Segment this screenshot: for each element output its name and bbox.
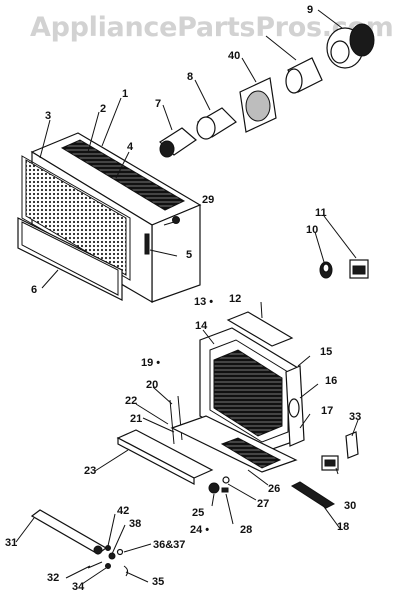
duct-assembly — [159, 23, 375, 158]
callout-36-37: 36&37 — [153, 539, 186, 551]
pin-32 — [87, 561, 103, 569]
callout-27: 27 — [257, 498, 270, 510]
callout-8: 8 — [187, 71, 194, 83]
valve-16 — [288, 398, 300, 418]
callout-42: 42 — [117, 505, 130, 517]
callout-33: 33 — [349, 411, 362, 423]
upright-20 — [169, 399, 175, 445]
callout-31: 31 — [5, 537, 18, 549]
callout-12: 12 — [229, 293, 242, 305]
callout-13: 13 — [194, 297, 213, 308]
front-panel — [17, 217, 123, 301]
callout-24: 24 — [190, 525, 209, 536]
coil — [213, 349, 283, 437]
callout-22: 22 — [125, 395, 138, 407]
leader-lines — [15, 9, 359, 585]
sleeve-7-end — [159, 140, 175, 158]
knob-25 — [208, 482, 220, 494]
callout-5: 5 — [186, 249, 193, 261]
front-grille — [25, 159, 127, 276]
callout-25: 25 — [192, 507, 205, 519]
callout-19: 19 — [141, 358, 160, 369]
clip-28 — [221, 487, 229, 493]
heater-26 — [220, 437, 282, 469]
callout-26: 26 — [268, 483, 281, 495]
callout-40: 40 — [228, 50, 241, 62]
callout-4: 4 — [127, 141, 134, 153]
callout-29: 29 — [202, 194, 215, 206]
callout-1: 1 — [122, 88, 129, 100]
callout-3: 3 — [45, 110, 52, 122]
callout-6: 6 — [31, 284, 38, 296]
chassis-assembly — [169, 311, 305, 494]
callout-38: 38 — [129, 518, 142, 530]
callout-20: 20 — [146, 379, 159, 391]
spring-35 — [123, 565, 129, 577]
rod-assembly — [30, 509, 129, 577]
callout-15: 15 — [320, 346, 333, 358]
callout-34: 34 — [72, 581, 85, 593]
callout-30: 30 — [344, 500, 357, 512]
rail-12 — [226, 311, 294, 347]
strip-18 — [290, 481, 336, 509]
callout-7: 7 — [155, 98, 162, 110]
callout-18: 18 — [337, 521, 350, 533]
grille-frame — [21, 155, 131, 281]
top-vent — [60, 139, 186, 211]
callout-11: 11 — [315, 207, 327, 219]
callout-16: 16 — [325, 375, 338, 387]
callout-14: 14 — [195, 320, 208, 332]
callout-21: 21 — [130, 413, 143, 425]
cabinet-assembly — [17, 132, 202, 304]
callout-23: 23 — [84, 465, 97, 477]
callout-17: 17 — [321, 405, 334, 417]
callout-2: 2 — [100, 103, 107, 115]
spring-27 — [222, 476, 230, 484]
callout-35: 35 — [152, 576, 165, 588]
screw-34 — [105, 563, 111, 569]
small-parts — [319, 259, 369, 279]
callout-9: 9 — [307, 4, 314, 16]
callout-10: 10 — [306, 224, 319, 236]
nut-36 — [116, 548, 124, 556]
callout-32: 32 — [47, 572, 60, 584]
lower-parts — [116, 429, 359, 509]
side-grip — [144, 233, 150, 255]
callout-28: 28 — [240, 524, 253, 536]
washer-42 — [105, 545, 111, 551]
screw-29 — [172, 216, 180, 224]
